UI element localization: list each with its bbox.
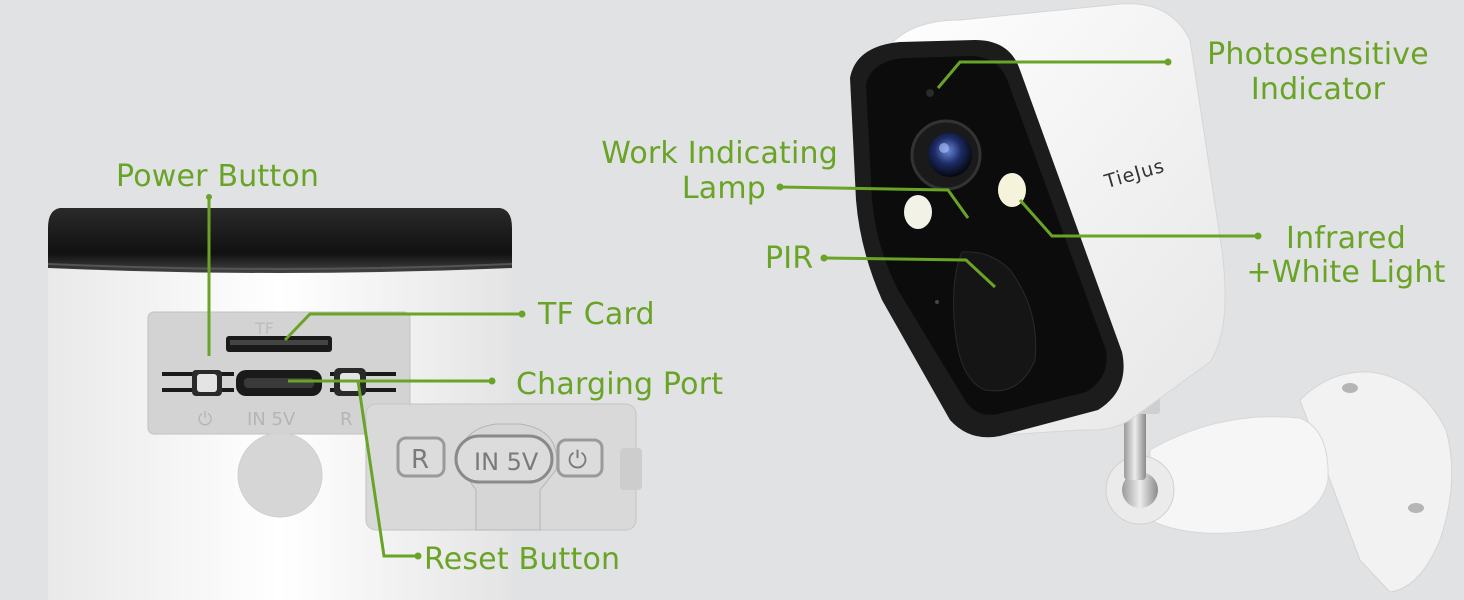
label-pir: PIR xyxy=(765,241,814,276)
label-power-button: Power Button xyxy=(116,159,320,194)
label-work-lamp-line1: Work Indicating xyxy=(601,136,838,171)
label-reset-button: Reset Button xyxy=(424,542,621,577)
label-infrared-line1: Infrared xyxy=(1286,221,1406,256)
pir-sensor-window xyxy=(953,251,1037,392)
light-sensor xyxy=(926,89,934,97)
label-tf-card: TF Card xyxy=(538,297,655,332)
mount-bracket xyxy=(1105,371,1453,593)
svg-text:⏻: ⏻ xyxy=(568,446,587,474)
cover-reset-mark: R xyxy=(411,445,429,475)
svg-text:⏻: ⏻ xyxy=(198,409,212,430)
camera-body xyxy=(850,3,1226,438)
cover-voltage-mark: IN 5V xyxy=(474,448,539,476)
camera-lens xyxy=(928,133,972,177)
panel-reset-mark: R xyxy=(340,409,353,430)
label-photosensitive-line2: Indicator xyxy=(1250,72,1386,107)
callout-lines xyxy=(207,60,1258,558)
white-light-right xyxy=(998,173,1026,207)
label-charging-port: Charging Port xyxy=(516,367,724,402)
panel-voltage-mark: IN 5V xyxy=(247,409,296,430)
label-work-lamp-line2: Lamp xyxy=(681,171,766,206)
callout-dots xyxy=(206,58,1262,560)
white-light-left xyxy=(904,195,932,229)
label-infrared-line2: +White Light xyxy=(1246,255,1446,290)
speaker-grille xyxy=(237,432,323,518)
port-panel: TF ⏻ IN 5V R xyxy=(147,311,411,435)
rubber-cover: R IN 5V ⏻ xyxy=(365,403,642,531)
panel-tf-mark: TF xyxy=(254,319,274,338)
label-photosensitive-line1: Photosensitive xyxy=(1207,37,1429,72)
